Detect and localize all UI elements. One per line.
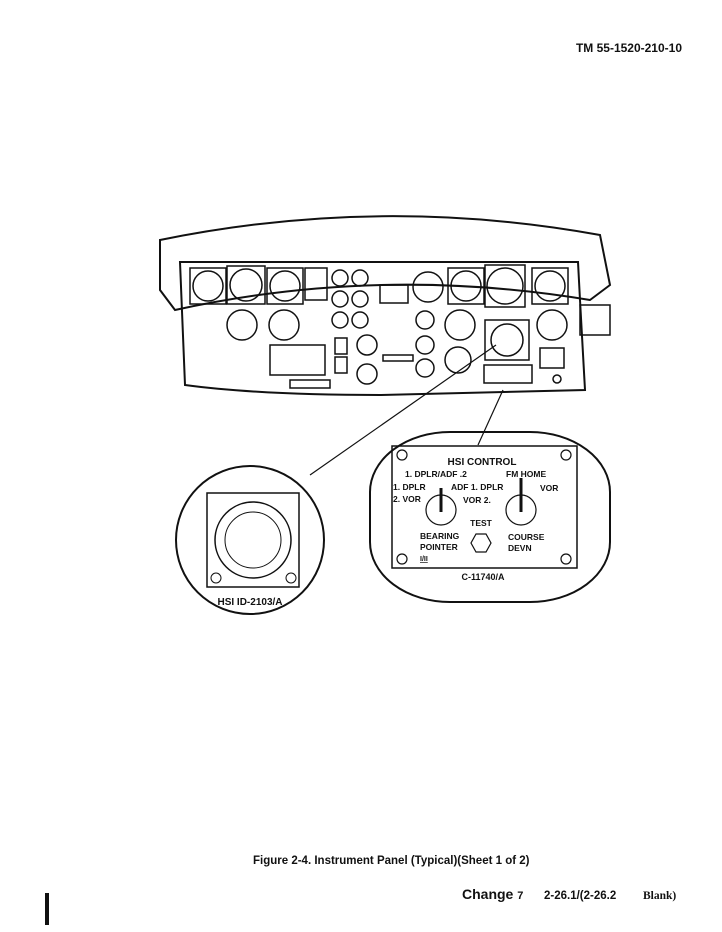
label-test: TEST — [470, 518, 493, 528]
label-adf-dplr: ADF 1. DPLR — [451, 482, 503, 492]
change-notice: Change 7 — [462, 886, 523, 902]
hsi-indicator-label: HSI ID-2103/A — [217, 597, 282, 608]
label-left-dplr: 1. DPLR — [393, 482, 426, 492]
page-blank-note: Blank) — [643, 890, 677, 902]
label-course: COURSE — [508, 532, 545, 542]
hsi-indicator-callout — [175, 465, 325, 615]
panel-outline — [178, 261, 587, 397]
page-number: 2-26.1/(2-26.2 — [544, 890, 617, 902]
hsi-control-callout — [369, 431, 611, 603]
instrument-gauges — [189, 264, 611, 389]
label-left-vor: 2. VOR — [393, 494, 421, 504]
label-pointer: POINTER — [420, 542, 458, 552]
glareshield — [159, 215, 612, 312]
label-bearing: BEARING — [420, 531, 460, 541]
label-dplr-adf: 1. DPLR/ADF .2 — [405, 469, 467, 479]
label-vor-2: VOR 2. — [463, 495, 491, 505]
hsi-control-title: HSI CONTROL — [448, 457, 517, 468]
label-right-vor: VOR — [540, 483, 558, 493]
test-switch — [470, 533, 492, 553]
label-fm-home: FM HOME — [506, 469, 546, 479]
change-bar — [45, 893, 49, 925]
figure-caption: Figure 2-4. Instrument Panel (Typical)(S… — [253, 855, 530, 867]
label-pointer-sub: I/II — [420, 556, 428, 563]
document-number: TM 55-1520-210-10 — [575, 41, 682, 55]
label-devn: DEVN — [508, 543, 532, 553]
label-model: C-11740/A — [461, 572, 505, 582]
change-number: 7 — [517, 890, 524, 902]
change-label: Change — [462, 886, 514, 902]
